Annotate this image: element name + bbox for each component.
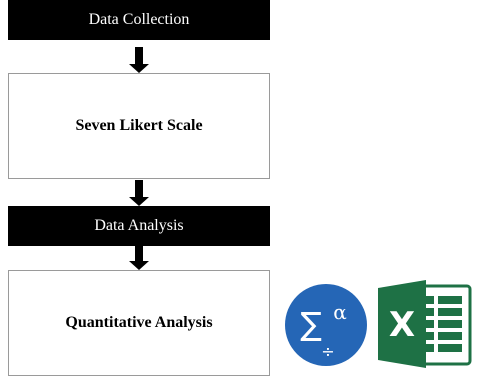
svg-text:∑: ∑: [300, 305, 322, 343]
quantitative-analysis-box: Quantitative Analysis: [8, 270, 270, 376]
data-collection-header: Data Collection: [8, 0, 270, 40]
seven-likert-scale-label: Seven Likert Scale: [75, 117, 203, 134]
data-collection-label: Data Collection: [88, 11, 190, 28]
data-analysis-label: Data Analysis: [94, 217, 184, 234]
seven-likert-scale-box: Seven Likert Scale: [8, 73, 270, 179]
quantitative-analysis-label: Quantitative Analysis: [65, 314, 213, 331]
down-arrow-3: [129, 246, 149, 270]
svg-text:÷: ÷: [321, 342, 334, 361]
down-arrow-2: [129, 180, 149, 206]
svg-text:X: X: [389, 305, 415, 345]
excel-icon: X: [378, 280, 472, 368]
svg-text:α: α: [333, 300, 347, 324]
down-arrow-1: [129, 47, 149, 73]
sigma-alpha-statistics-icon: ∑ α ÷: [285, 284, 367, 366]
data-analysis-header: Data Analysis: [8, 206, 270, 246]
